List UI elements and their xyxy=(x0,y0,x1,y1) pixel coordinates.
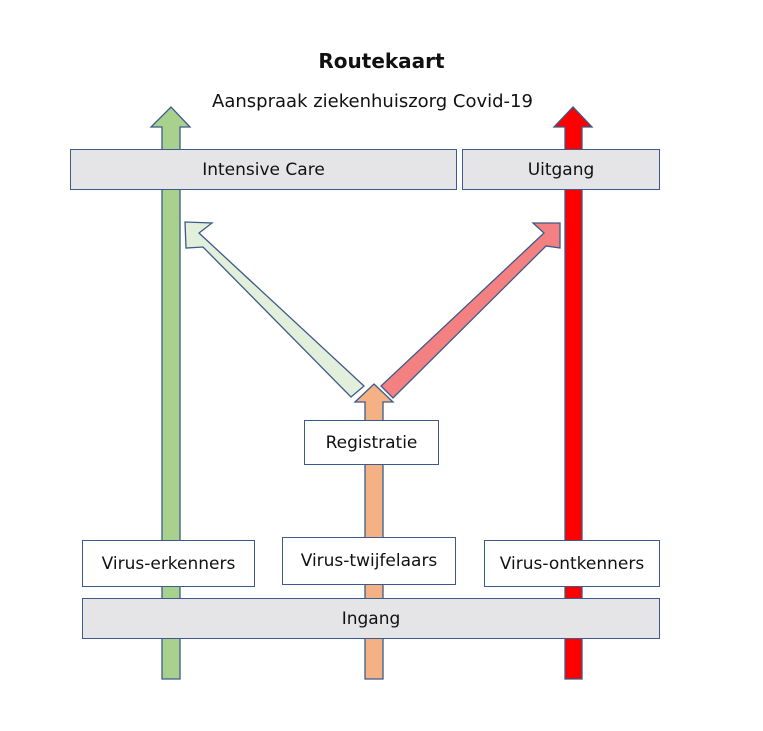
virus-ontkenners-box: Virus-ontkenners xyxy=(484,540,660,587)
diagram-subtitle: Aanspraak ziekenhuiszorg Covid-19 xyxy=(212,91,533,112)
registratie-label: Registratie xyxy=(325,432,418,453)
diagram-title: Routekaart xyxy=(318,49,445,73)
virus-twijfelaars-box: Virus-twijfelaars xyxy=(282,537,456,585)
green-arrow-erkenners xyxy=(149,106,192,680)
uitgang-box: Uitgang xyxy=(462,149,660,190)
virus-ontkenners-label: Virus-ontkenners xyxy=(499,553,645,574)
virus-twijfelaars-label: Virus-twijfelaars xyxy=(300,551,438,571)
uitgang-label: Uitgang xyxy=(527,159,595,180)
light-red-arrow-to-uitgang xyxy=(380,222,561,399)
ingang-box: Ingang xyxy=(82,598,660,639)
red-arrow-ontkenners xyxy=(552,106,594,680)
intensive-care-box: Intensive Care xyxy=(70,149,457,190)
ingang-label: Ingang xyxy=(341,608,401,629)
light-green-arrow-to-intensive-care xyxy=(184,221,365,398)
virus-erkenners-label: Virus-erkenners xyxy=(101,553,236,574)
intensive-care-label: Intensive Care xyxy=(202,159,325,180)
virus-erkenners-box: Virus-erkenners xyxy=(82,540,255,587)
registratie-box: Registratie xyxy=(304,420,439,465)
